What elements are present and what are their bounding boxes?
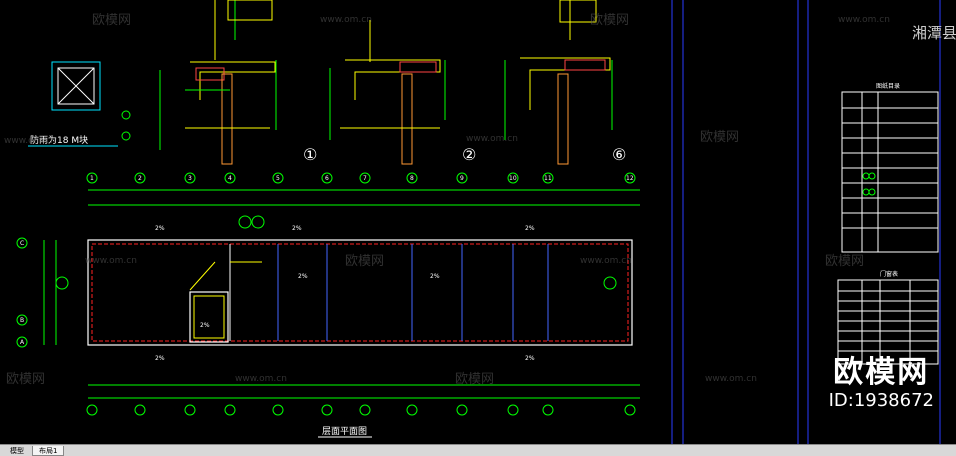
window-table-header: 门窗表 [880,270,898,278]
svg-text:www.om.cn: www.om.cn [466,134,518,144]
detail-mark-2: ② [462,145,476,164]
svg-text:欧模网: 欧模网 [590,13,629,28]
right-title: 湘潭县 [912,24,956,42]
axis-letters: C B A [20,240,25,346]
svg-text:10: 10 [509,175,517,182]
brand-logo: 欧模网 [833,355,930,390]
skylight-detail [51,61,131,141]
svg-text:欧模网: 欧模网 [92,13,131,28]
brand-watermark: 欧模网 ID:1938672 [829,356,934,412]
slope-label: 2% [525,225,535,232]
top-left-label: 防雨为18 M块 [30,134,88,146]
tab-model[interactable]: 模型 [10,447,24,455]
svg-text:欧模网: 欧模网 [825,254,864,269]
svg-text:欧模网: 欧模网 [345,254,384,269]
svg-text:www.om.cn: www.om.cn [838,15,890,25]
watermark-layer: 欧模网 www.om.cn 欧模网 www.om.cn www.om.cn 欧模… [4,13,890,387]
svg-text:7: 7 [363,175,367,182]
svg-text:www.om.cn: www.om.cn [580,256,632,266]
svg-text:欧模网: 欧模网 [455,372,494,387]
slope-label: 2% [292,225,302,232]
svg-text:2: 2 [138,175,142,182]
slope-label: 2% [525,355,535,362]
window-table [837,279,939,365]
notes-header: 图纸目录 [876,82,900,90]
slope-label: 2% [430,273,440,280]
svg-text:www.om.cn: www.om.cn [4,136,56,146]
roof-plan: 2% 2% 2% 2% 2% 2% 2% 2% [43,189,640,399]
tab-layout1[interactable]: 布局1 [32,446,65,456]
svg-text:www.om.cn: www.om.cn [705,374,757,384]
drawing-list-table [841,91,939,253]
slope-label: 2% [298,273,308,280]
plan-title: 层面平面图 [322,426,367,437]
svg-text:C: C [20,240,24,247]
svg-text:11: 11 [544,175,552,182]
svg-text:www.om.cn: www.om.cn [235,374,287,384]
svg-text:欧模网: 欧模网 [700,130,739,145]
section-detail-1 [159,0,277,165]
section-detail-2 [329,20,446,165]
svg-text:4: 4 [228,175,232,182]
section-detail-6 [504,0,613,165]
svg-text:A: A [20,339,25,346]
slope-label: 2% [155,225,165,232]
detail-mark-1: ① [303,145,317,164]
axis-bubbles-left [16,237,28,348]
svg-text:3: 3 [188,175,192,182]
svg-text:欧模网: 欧模网 [6,372,45,387]
axis-numbers-top: 1 2 3 4 5 6 7 8 9 10 11 12 [90,175,634,182]
svg-text:12: 12 [626,175,634,182]
detail-mark-6: ⑥ [612,145,626,164]
svg-text:www.om.cn: www.om.cn [320,15,372,25]
axis-bubbles-top [86,172,636,184]
svg-text:1: 1 [90,175,94,182]
svg-text:5: 5 [276,175,280,182]
svg-text:B: B [20,317,24,324]
slope-label: 2% [200,322,210,329]
layout-tab-bar: 模型 布局1 [0,444,956,456]
svg-text:8: 8 [410,175,414,182]
svg-text:www.om.cn: www.om.cn [85,256,137,266]
slope-label: 2% [155,355,165,362]
brand-id: ID:1938672 [828,390,934,411]
svg-text:9: 9 [460,175,464,182]
axis-bubbles-bottom [86,404,636,416]
svg-text:6: 6 [325,175,329,182]
